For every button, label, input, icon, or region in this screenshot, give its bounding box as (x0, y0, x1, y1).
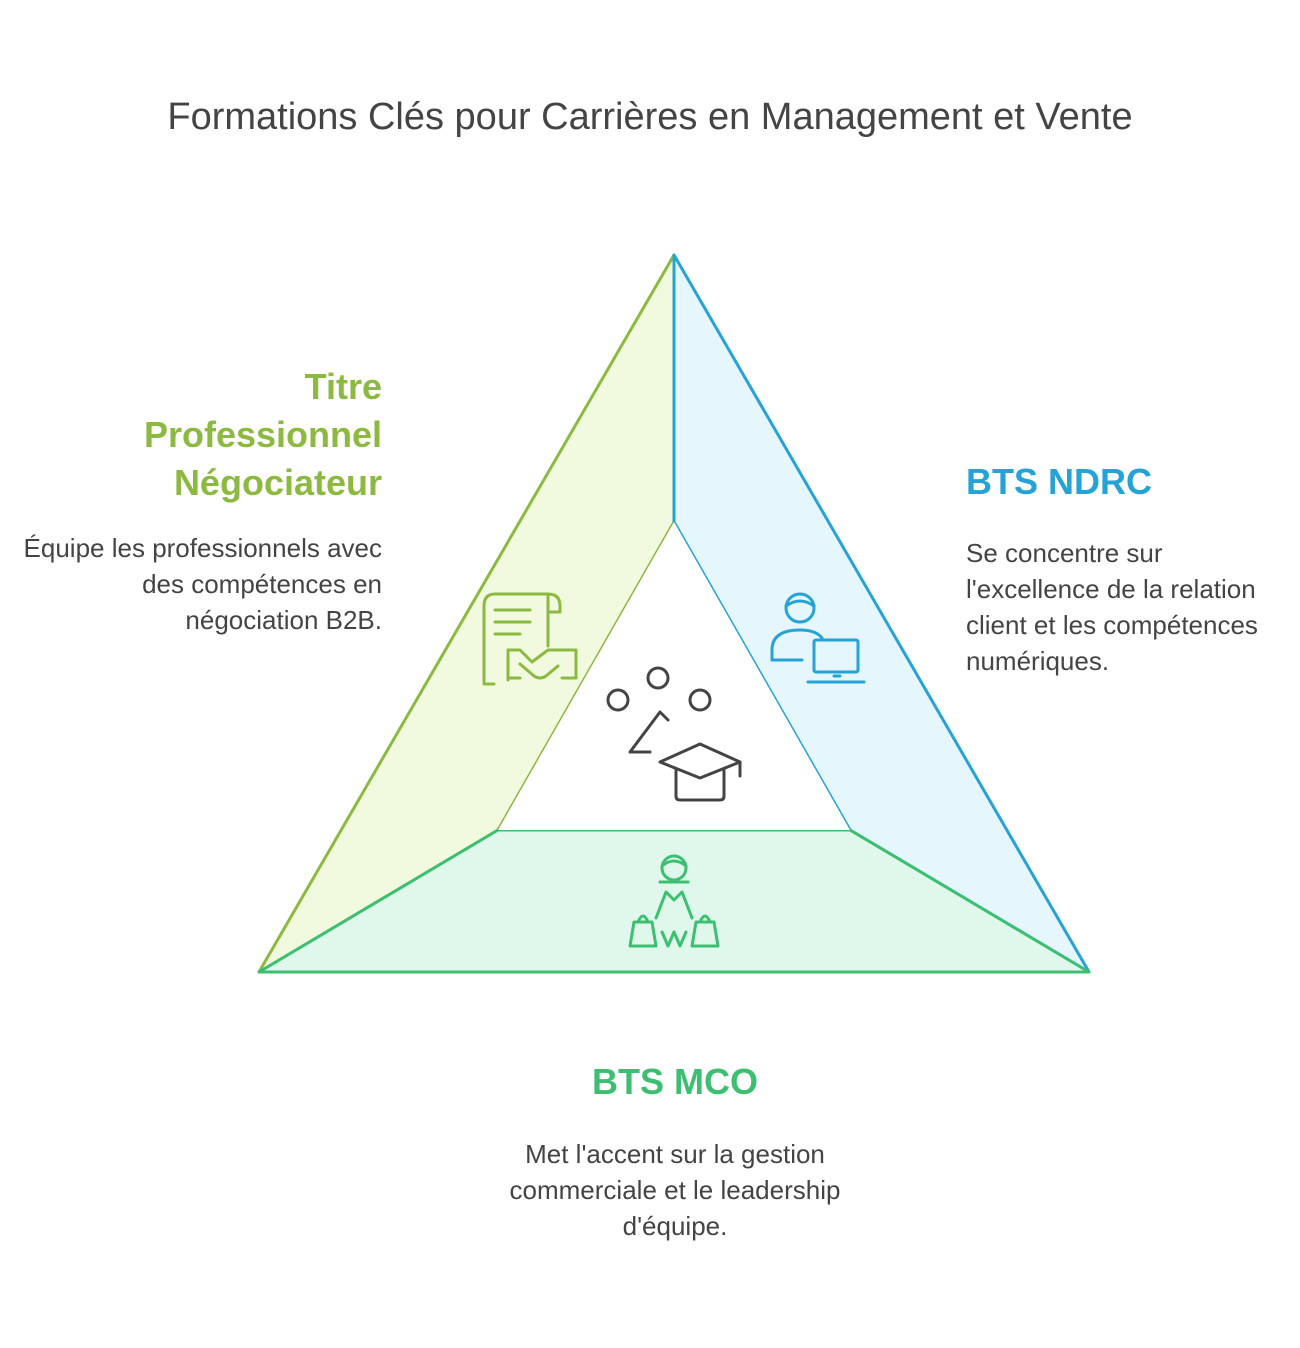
heading-line: Titre (304, 366, 382, 407)
graduation-network-icon (606, 666, 742, 802)
description-titre-professionnel: Équipe les professionnels avec des compé… (23, 533, 382, 635)
description-bts-mco: Met l'accent sur la gestion commerciale … (509, 1139, 841, 1241)
heading-line: Négociateur (173, 462, 382, 503)
description-bts-ndrc: Se concentre sur l'excellence de la rela… (966, 538, 1258, 676)
person-laptop-icon (770, 592, 866, 684)
heading-bts-mco: BTS MCO (592, 1061, 758, 1102)
certificate-handshake-icon (482, 592, 578, 686)
heading-titre-professionnel: Titre Professionnel Négociateur (22, 363, 382, 507)
diagram-title: Formations Clés pour Carrières en Manage… (167, 96, 1133, 138)
heading-bts-ndrc: BTS NDRC (966, 461, 1152, 502)
center-triangle (498, 522, 850, 830)
shopping-person-icon (628, 854, 720, 948)
heading-line: Professionnel (143, 414, 382, 455)
